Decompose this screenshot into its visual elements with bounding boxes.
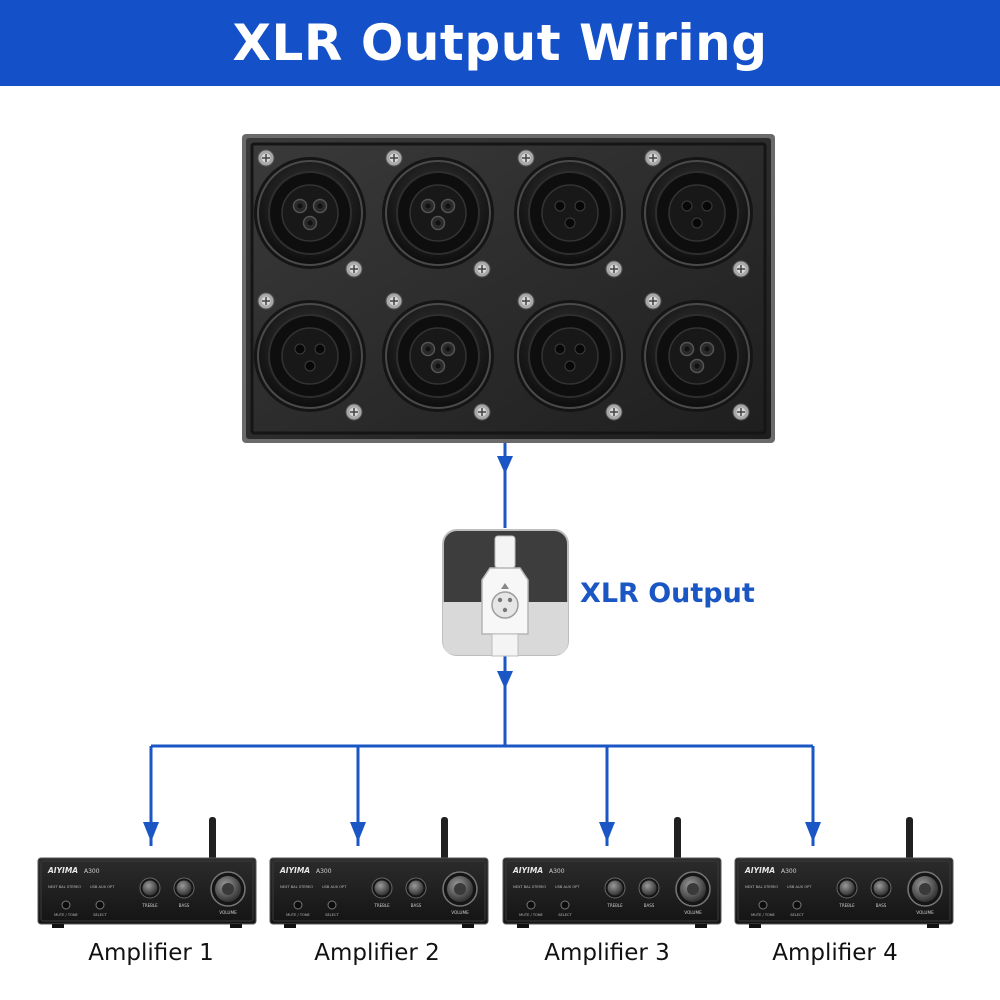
- amplifier-1-label: Amplifier 1: [88, 940, 214, 966]
- bass-knob: [873, 880, 889, 896]
- treble-label: TREBLE: [838, 903, 855, 908]
- xlr-jack-r2c3: [514, 292, 626, 421]
- arrow-drop-2: [350, 822, 366, 842]
- mute-tone-button: [293, 900, 303, 910]
- amp-input-labels-2: USB AUX OPT: [322, 885, 347, 889]
- treble-label: TREBLE: [141, 903, 158, 908]
- amplifier-4-label: Amplifier 4: [772, 940, 898, 966]
- amp-model-label: A300: [549, 868, 565, 875]
- mute-tone-label: MUTE / TONE: [286, 913, 310, 917]
- treble-knob: [607, 880, 623, 896]
- select-button: [560, 900, 570, 910]
- xlr-jack-r1c2: [382, 149, 494, 278]
- amp-input-labels: NEXT BAL STEREO: [280, 885, 313, 889]
- title-banner: XLR Output Wiring: [0, 0, 1000, 86]
- xlr-jack-r2c1: [254, 292, 366, 421]
- amp-input-labels-2: USB AUX OPT: [787, 885, 812, 889]
- select-button: [792, 900, 802, 910]
- select-label: SELECT: [325, 913, 339, 917]
- amplifier-2-label: Amplifier 2: [314, 940, 440, 966]
- mute-tone-button: [526, 900, 536, 910]
- antenna-icon: [674, 817, 681, 862]
- bass-label: BASS: [411, 903, 422, 908]
- treble-knob: [839, 880, 855, 896]
- amp-brand-logo: AIYIMA: [47, 866, 78, 875]
- mute-tone-button: [61, 900, 71, 910]
- amp-brand-logo: AIYIMA: [744, 866, 775, 875]
- xlr-output-label: XLR Output: [580, 578, 755, 609]
- select-button: [327, 900, 337, 910]
- arrow-drop-3: [599, 822, 615, 842]
- treble-knob: [374, 880, 390, 896]
- arrow-panel-to-connector: [497, 456, 513, 474]
- select-label: SELECT: [93, 913, 107, 917]
- select-button: [95, 900, 105, 910]
- arrow-drop-4: [805, 822, 821, 842]
- xlr-connector-tile: [442, 529, 569, 657]
- xlr-jack-r2c2: [382, 292, 494, 421]
- amp-brand-logo: AIYIMA: [279, 866, 310, 875]
- xlr-jack-r2c4: [641, 292, 753, 421]
- xlr-jack-r1c3: [514, 149, 626, 278]
- mute-tone-button: [758, 900, 768, 910]
- arrow-drop-1: [143, 822, 159, 842]
- xlr-plug-icon: [481, 535, 529, 657]
- amp-model-label: A300: [781, 868, 797, 875]
- bass-label: BASS: [876, 903, 887, 908]
- amp-input-labels: NEXT BAL STEREO: [48, 885, 81, 889]
- select-label: SELECT: [558, 913, 572, 917]
- volume-label: VOLUME: [219, 910, 237, 915]
- xlr-jack-r1c1: [254, 149, 366, 278]
- page-title: XLR Output Wiring: [232, 14, 768, 72]
- amp-input-labels: NEXT BAL STEREO: [745, 885, 778, 889]
- bass-label: BASS: [644, 903, 655, 908]
- treble-knob: [142, 880, 158, 896]
- bass-knob: [641, 880, 657, 896]
- treble-label: TREBLE: [606, 903, 623, 908]
- amp-model-label: A300: [316, 868, 332, 875]
- bass-label: BASS: [179, 903, 190, 908]
- treble-label: TREBLE: [373, 903, 390, 908]
- xlr-panel: [242, 134, 775, 443]
- amp-input-labels-2: USB AUX OPT: [555, 885, 580, 889]
- bass-knob: [408, 880, 424, 896]
- bass-knob: [176, 880, 192, 896]
- amp-model-label: A300: [84, 868, 100, 875]
- mute-tone-label: MUTE / TONE: [54, 913, 78, 917]
- amp-input-labels: NEXT BAL STEREO: [513, 885, 546, 889]
- amplifier-3-label: Amplifier 3: [544, 940, 670, 966]
- mute-tone-label: MUTE / TONE: [519, 913, 543, 917]
- xlr-jack-r1c4: [641, 149, 753, 278]
- wiring: [143, 443, 821, 846]
- antenna-icon: [441, 817, 448, 862]
- amp-input-labels-2: USB AUX OPT: [90, 885, 115, 889]
- antenna-icon: [209, 817, 216, 862]
- volume-label: VOLUME: [451, 910, 469, 915]
- antenna-icon: [906, 817, 913, 862]
- volume-label: VOLUME: [684, 910, 702, 915]
- arrow-connector-to-bus: [497, 671, 513, 689]
- select-label: SELECT: [790, 913, 804, 917]
- amp-brand-logo: AIYIMA: [512, 866, 543, 875]
- volume-label: VOLUME: [916, 910, 934, 915]
- mute-tone-label: MUTE / TONE: [751, 913, 775, 917]
